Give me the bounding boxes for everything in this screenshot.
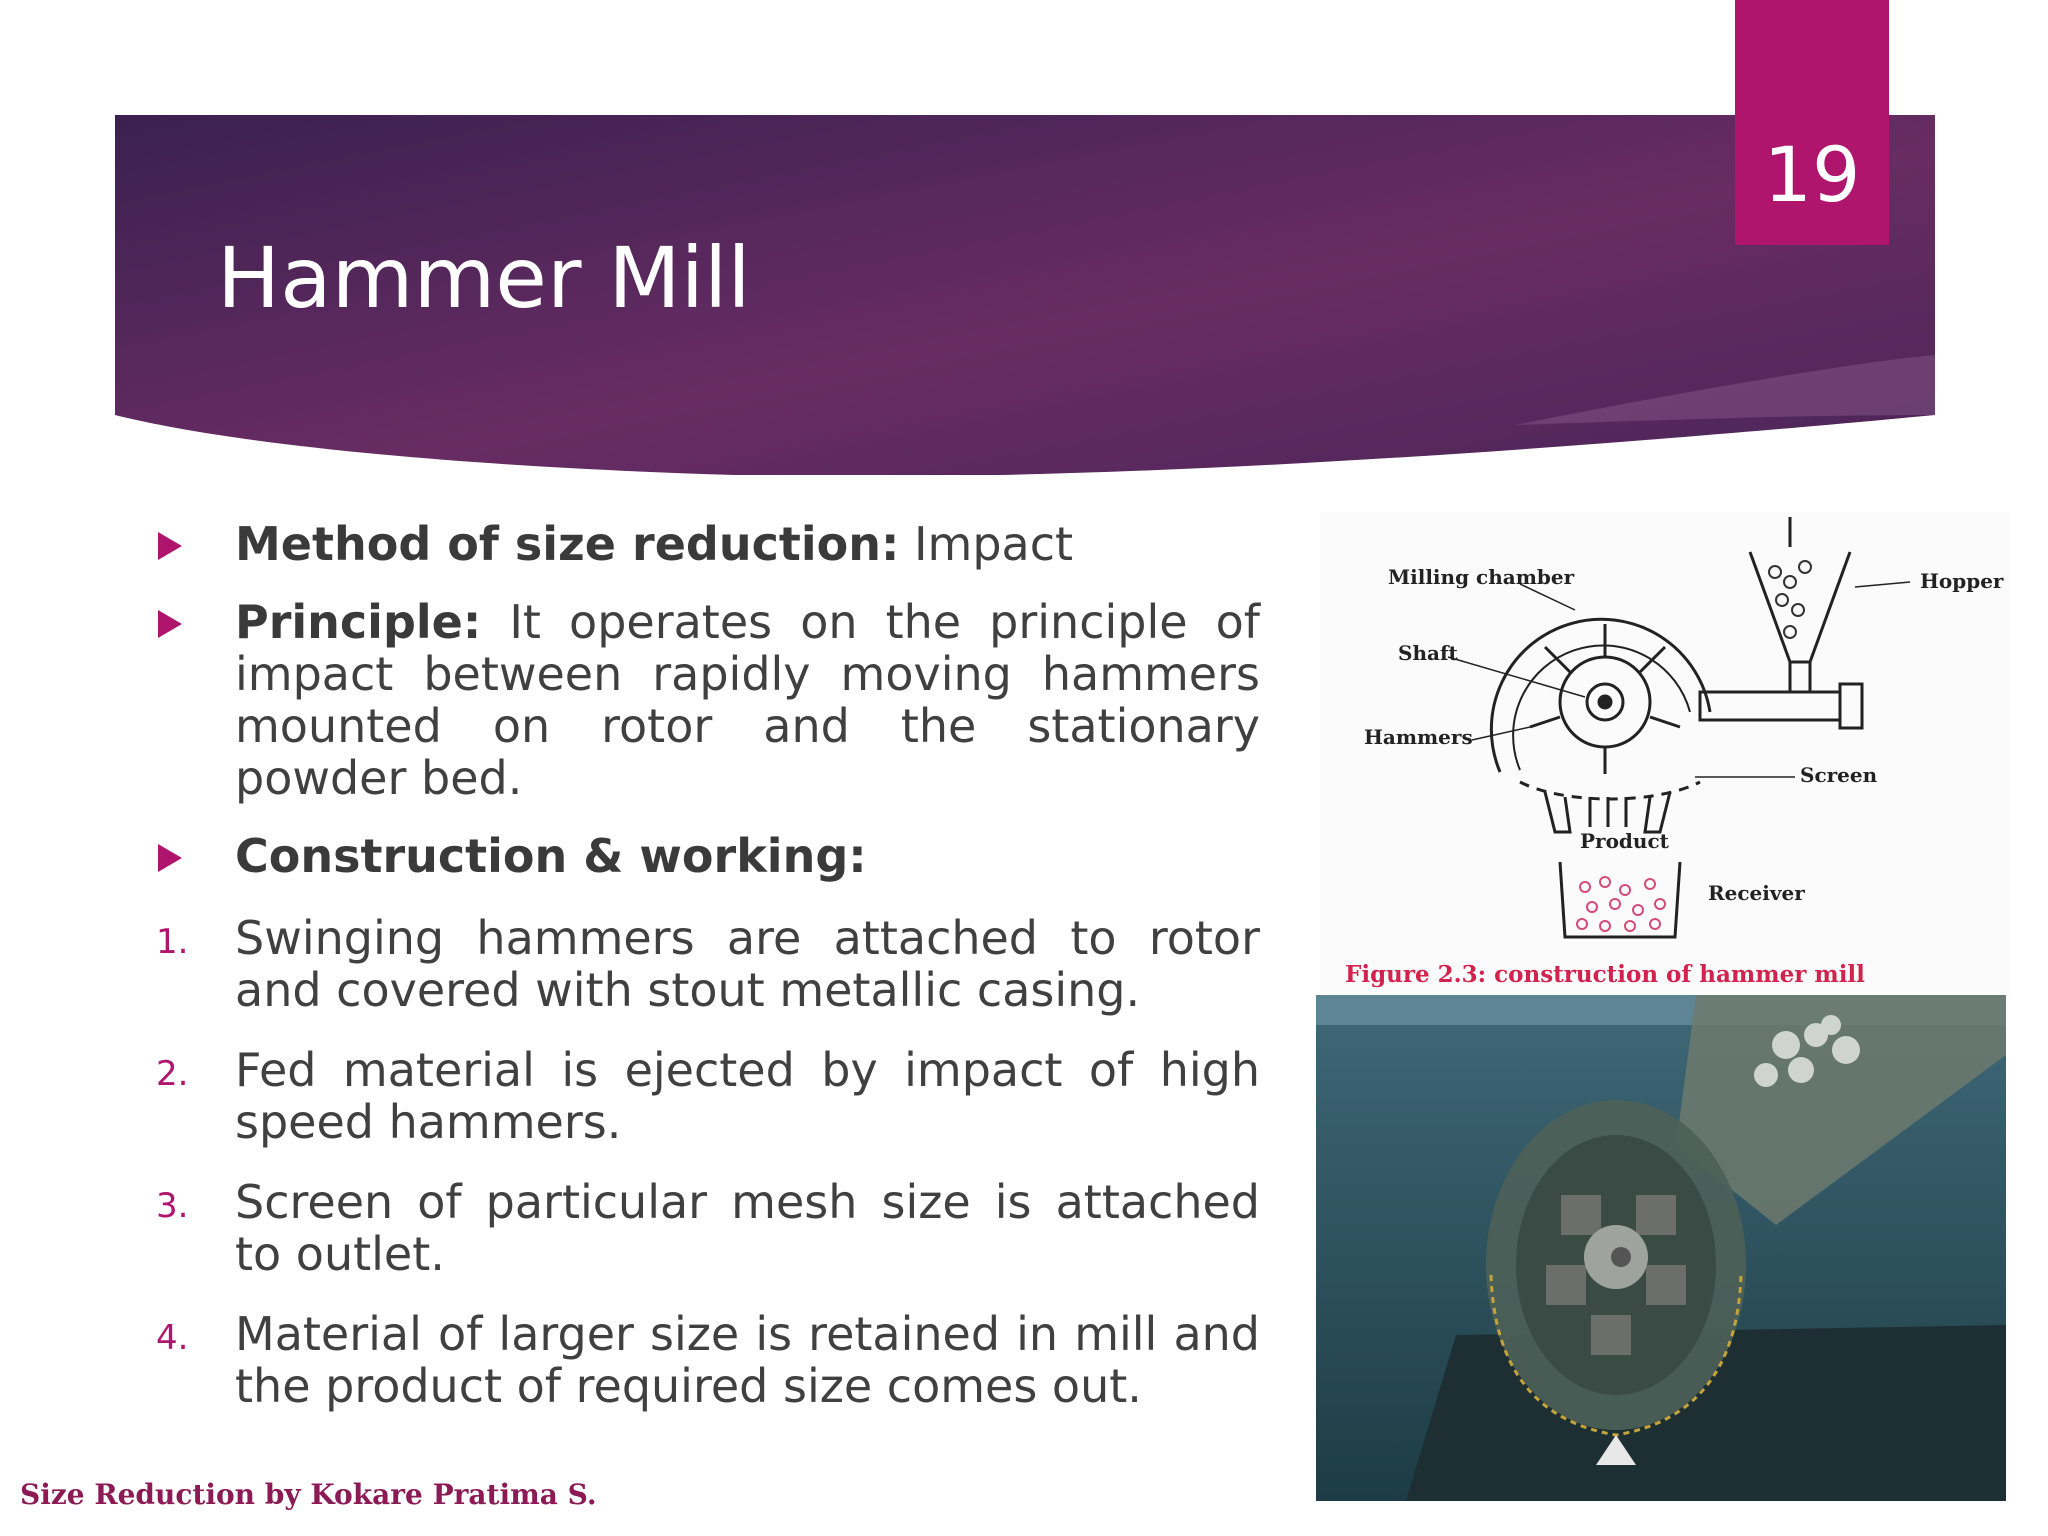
label-receiver: Receiver xyxy=(1708,881,1805,905)
label-hammers: Hammers xyxy=(1364,725,1473,749)
bullet-construction: Construction & working: xyxy=(150,830,1260,882)
bullet-text: Impact xyxy=(899,517,1074,571)
triangle-bullet-icon xyxy=(158,844,182,872)
step-text: Swinging hammers are attached to rotor a… xyxy=(235,911,1260,1017)
title-band xyxy=(115,115,1935,475)
bullet-method: Method of size reduction: Impact xyxy=(150,518,1260,570)
step-text: Screen of particular mesh size is attach… xyxy=(235,1175,1260,1281)
step-number: 4. xyxy=(156,1318,189,1358)
label-shaft: Shaft xyxy=(1398,641,1459,665)
bullet-label: Principle: xyxy=(235,595,482,649)
bullet-principle: Principle: It operates on the principle … xyxy=(150,596,1260,804)
figure-caption: Figure 2.3: construction of hammer mill xyxy=(1345,961,1865,988)
step-1: 1. Swinging hammers are attached to roto… xyxy=(150,912,1260,1016)
step-number: 3. xyxy=(156,1186,189,1226)
step-number: 2. xyxy=(156,1054,189,1094)
bullet-text: It operates on the principle of impact b… xyxy=(235,595,1260,805)
triangle-bullet-icon xyxy=(158,610,182,638)
label-milling-chamber: Milling chamber xyxy=(1388,565,1575,589)
triangle-bullet-icon xyxy=(158,532,182,560)
label-screen: Screen xyxy=(1800,763,1878,787)
slide-content: Method of size reduction: Impact Princip… xyxy=(150,518,1260,1440)
label-hopper: Hopper xyxy=(1920,569,2004,593)
bullet-label: Method of size reduction: xyxy=(235,517,900,571)
hammer-mill-diagram: Milling chamber Hopper Shaft Hammers Scr… xyxy=(1320,512,2010,994)
hammer-mill-render-drawing xyxy=(1316,995,2006,1501)
hammer-mill-3d-render xyxy=(1316,995,2006,1501)
slide-title: Hammer Mill xyxy=(217,229,751,327)
step-text: Material of larger size is retained in m… xyxy=(235,1307,1260,1413)
footer-credit: Size Reduction by Kokare Pratima S. xyxy=(20,1478,597,1511)
hammer-mill-drawing: Milling chamber Hopper Shaft Hammers Scr… xyxy=(1345,517,2004,988)
step-number: 1. xyxy=(156,922,189,962)
step-4: 4. Material of larger size is retained i… xyxy=(150,1308,1260,1412)
step-text: Fed material is ejected by impact of hig… xyxy=(235,1043,1260,1149)
step-2: 2. Fed material is ejected by impact of … xyxy=(150,1044,1260,1148)
casing-outline xyxy=(1489,617,1712,773)
page-number-badge: 19 xyxy=(1735,0,1889,245)
bullet-label: Construction & working: xyxy=(235,829,867,883)
step-3: 3. Screen of particular mesh size is att… xyxy=(150,1176,1260,1280)
label-product: Product xyxy=(1580,829,1670,853)
